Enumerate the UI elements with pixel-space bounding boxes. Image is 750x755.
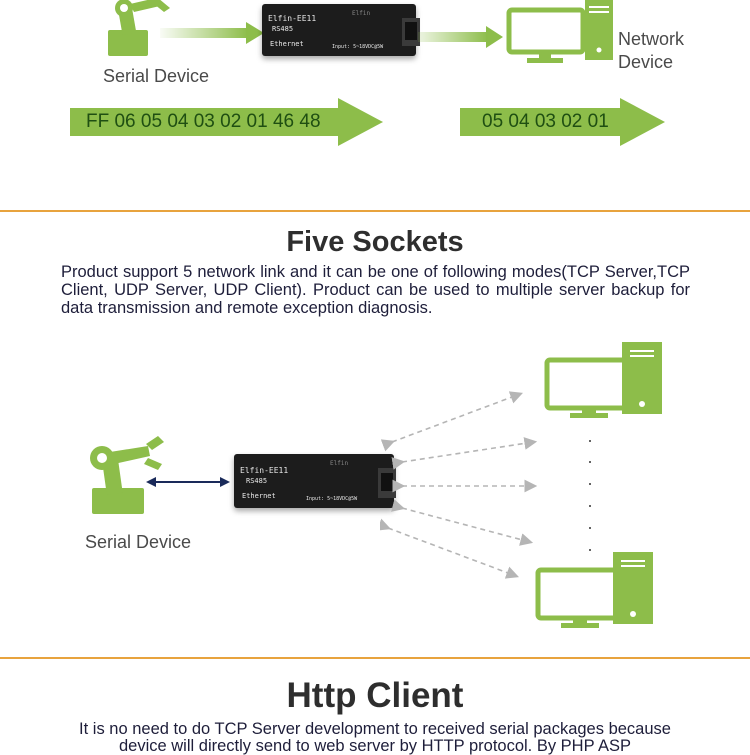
robot-arm-icon <box>90 436 164 514</box>
network-device-label-line-2: Device <box>618 52 674 72</box>
data-flow-arrow <box>160 22 264 44</box>
ellipsis-dot <box>589 483 591 485</box>
computer-icon <box>544 342 662 418</box>
ellipsis-dot <box>589 527 591 529</box>
output-bytes-arrow <box>460 98 665 146</box>
robot-arm-icon <box>108 0 170 56</box>
five-sockets-title: Five Sockets <box>286 226 464 258</box>
section-divider <box>0 657 750 659</box>
socket-link-4 <box>391 499 534 546</box>
rj45-port-icon <box>378 468 396 498</box>
socket-link-arrows <box>380 391 538 579</box>
device-net-label: Ethernet <box>270 40 304 48</box>
computer-icon <box>506 0 613 63</box>
converter-device: Elfin-EE11 RS485 Ethernet Input: 5~18VDC… <box>234 454 396 508</box>
rj45-port-icon <box>402 18 420 46</box>
device-brand-label: Elfin <box>330 460 349 467</box>
socket-link-2 <box>391 437 538 470</box>
network-device-label: Network Device <box>618 28 684 74</box>
http-client-title: Http Client <box>286 676 464 715</box>
ellipsis-dot <box>589 440 591 442</box>
output-bytes-text: 05 04 03 02 01 <box>482 111 609 132</box>
data-flow-arrow <box>418 26 503 48</box>
five-sockets-body: Product support 5 network link and it ca… <box>61 263 690 317</box>
socket-link-5 <box>380 518 519 579</box>
converter-device-top: Elfin-EE11 RS485 Ethernet Input: 5~18VDC… <box>262 4 420 56</box>
bidirectional-arrow <box>146 477 230 487</box>
serial-device-label: Serial Device <box>85 532 192 552</box>
device-brand-label: Elfin <box>352 10 371 17</box>
device-port-label: RS485 <box>272 25 294 33</box>
section-divider <box>0 210 750 212</box>
network-device-label-line-1: Network <box>618 29 685 49</box>
device-net-label: Ethernet <box>242 492 276 500</box>
device-input-label: Input: 5~18VDC@5W <box>332 44 384 50</box>
socket-link-1 <box>380 391 523 452</box>
ellipsis-dot <box>589 461 591 463</box>
input-bytes-text: FF 06 05 04 03 02 01 46 48 <box>86 111 321 132</box>
device-model-label: Elfin-EE11 <box>240 466 289 475</box>
ellipsis-dot <box>589 549 591 551</box>
input-bytes-arrow <box>70 98 383 146</box>
computer-icon <box>535 552 653 628</box>
serial-device-label: Serial Device <box>103 66 210 86</box>
device-input-label: Input: 5~18VDC@5W <box>306 496 358 502</box>
ellipsis-dot <box>589 505 591 507</box>
device-model-label: Elfin-EE11 <box>268 14 317 23</box>
device-port-label: RS485 <box>246 477 268 485</box>
